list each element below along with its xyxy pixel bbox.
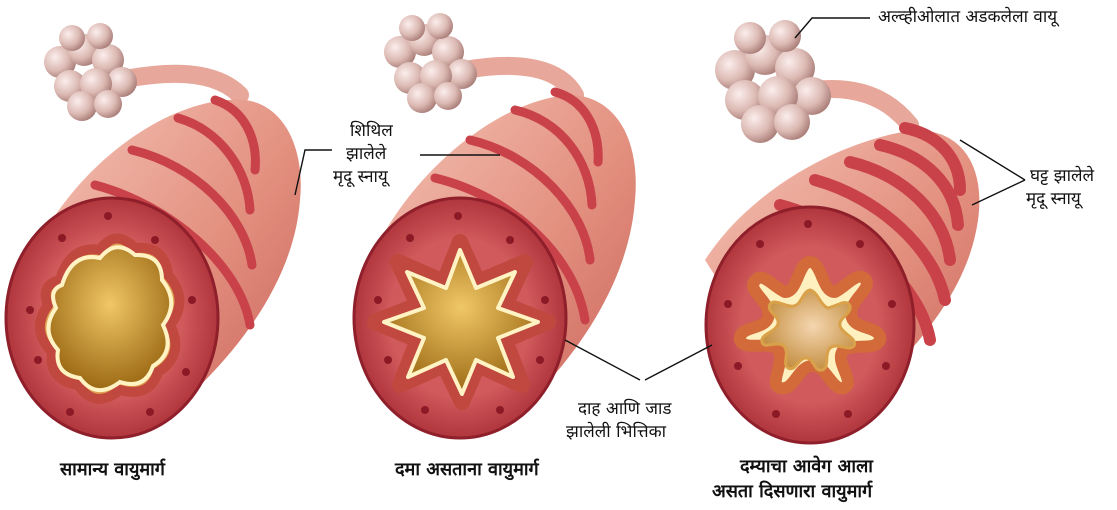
- relaxed-muscle-label-line-2: झालेले: [346, 143, 386, 165]
- normal-airway: [6, 74, 301, 438]
- relaxed-muscle-label-line-1: शिथिल: [350, 120, 393, 142]
- attack-airway: [705, 89, 979, 443]
- bronchiole: [120, 74, 240, 95]
- relaxed-muscle-label-line-3: मृदू स्नायू: [333, 166, 388, 188]
- caption-asthma-airway: दमा असताना वायुमार्ग: [395, 458, 539, 482]
- alveoli-cluster: [44, 23, 137, 121]
- caption-normal-airway: सामान्य वायुमार्ग: [60, 458, 165, 482]
- alveoli-cluster: [384, 13, 477, 113]
- tightened-muscle-label-line-2: मृदू स्नायू: [1026, 188, 1081, 210]
- leader-trapped-air: [795, 18, 870, 38]
- asthma-airway: [354, 66, 636, 438]
- tightened-muscle-label-line-1: घट्ट झालेले: [1030, 165, 1094, 187]
- caption-attack-airway-line-2: असता दिसणारा वायुमार्ग: [712, 480, 872, 504]
- inflamed-wall-label-line-1: दाह आणि जाड: [578, 398, 671, 420]
- leader-wall-left: [565, 340, 640, 380]
- leader-wall-right: [645, 345, 712, 380]
- trapped-air-label: अल्व्हीओलात अडकलेला वायू: [878, 6, 1057, 28]
- trapped-air-alveoli: [715, 20, 831, 143]
- inflamed-wall-label-line-2: झालेली भित्तिका: [566, 421, 666, 443]
- caption-attack-airway-line-1: दम्याचा आवेग आला: [740, 455, 873, 479]
- leader-tight-2: [972, 180, 1025, 205]
